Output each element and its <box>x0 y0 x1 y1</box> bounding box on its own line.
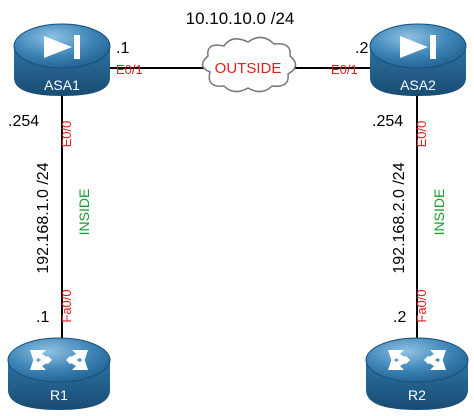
asa1-inside-label: INSIDE <box>76 189 92 236</box>
asa1-outside-ip: .1 <box>116 40 129 57</box>
asa1-outside-if: E0/1 <box>116 62 143 77</box>
asa1-inside-if: E0/0 <box>59 121 74 148</box>
asa2-inside-if: E0/0 <box>414 121 429 148</box>
asa2-outside-if: E0/1 <box>331 62 358 77</box>
asa2-device[interactable]: ASA2 <box>369 23 467 96</box>
asa2-inside-network: 192.168.2.0 /24 <box>391 162 408 273</box>
outside-network-label: 10.10.10.0 /24 <box>186 9 295 28</box>
asa1-inside-network: 192.168.1.0 /24 <box>35 162 52 273</box>
r2-name: R2 <box>408 387 426 403</box>
asa1-inside-ip: .254 <box>8 113 39 130</box>
asa2-name: ASA2 <box>400 77 436 93</box>
asa1-name: ASA1 <box>44 77 80 93</box>
r1-device[interactable]: R1 <box>7 337 111 410</box>
router-arrows-icon <box>30 350 88 370</box>
r2-interface: Fa0/0 <box>414 289 429 322</box>
firewall-icon <box>44 35 80 59</box>
outside-cloud: OUTSIDE <box>201 36 297 93</box>
firewall-icon <box>400 35 436 59</box>
asa2-inside-label: INSIDE <box>431 189 447 236</box>
asa1-device[interactable]: ASA1 <box>13 23 111 96</box>
outside-label: OUTSIDE <box>215 60 282 77</box>
r1-ip: .1 <box>36 309 49 326</box>
r2-ip: .2 <box>393 309 406 326</box>
router-arrows-icon <box>388 350 446 370</box>
asa2-inside-ip: .254 <box>372 113 403 130</box>
r2-device[interactable]: R2 <box>365 337 469 410</box>
r1-name: R1 <box>50 387 68 403</box>
r1-interface: Fa0/0 <box>59 289 74 322</box>
asa2-outside-ip: .2 <box>355 40 368 57</box>
